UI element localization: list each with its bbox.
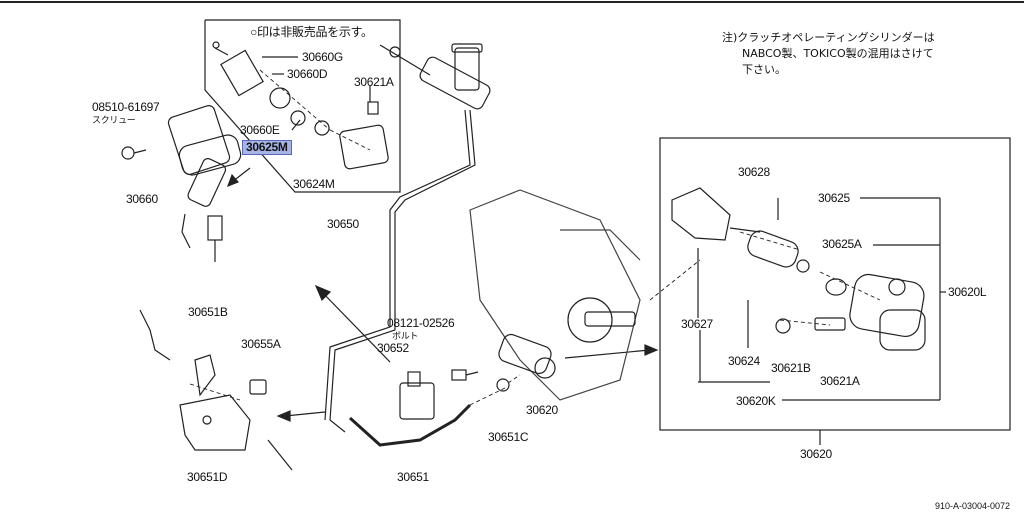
non-sale-note: ○印は非販売品を示す。: [250, 25, 373, 39]
remark-line-2: NABCO製、TOKICO製の混用はさけて: [742, 47, 934, 60]
remark-line-1: 注)クラッチオペレーティングシリンダーは: [722, 31, 935, 44]
part-label-30651c[interactable]: 30651C: [488, 430, 529, 444]
part-label-30655a[interactable]: 30655A: [241, 337, 281, 351]
part-label-30651b[interactable]: 30651B: [188, 305, 228, 319]
part-label-30651[interactable]: 30651: [397, 470, 429, 484]
part-label-30621a[interactable]: 30621A: [820, 374, 860, 388]
part-label-30625[interactable]: 30625: [818, 191, 850, 205]
part-label-30620l[interactable]: 30620L: [948, 285, 987, 299]
part-label-30660e[interactable]: 30660E: [240, 123, 280, 137]
supplier-remark: 注)クラッチオペレーティングシリンダーは NABCO製、TOKICO製の混用はさ…: [722, 30, 1012, 78]
part-label-30625a[interactable]: 30625A: [822, 237, 862, 251]
part-label-30650[interactable]: 30650: [327, 217, 359, 231]
detail-box: [659, 137, 1011, 431]
part-label-30624[interactable]: 30624: [728, 354, 760, 368]
screw-caption: スクリュー: [92, 115, 136, 125]
part-label-30660d[interactable]: 30660D: [287, 67, 328, 81]
highlighted-part-label[interactable]: 30625M: [242, 140, 292, 155]
figure-code: 910-A-03004-0072: [934, 501, 1010, 511]
bolt-caption: ボルト: [392, 331, 419, 341]
part-label-30651d[interactable]: 30651D: [187, 470, 228, 484]
part-label-30628[interactable]: 30628: [738, 165, 770, 179]
inset-box: [204, 19, 401, 193]
part-label-30624m[interactable]: 30624M: [293, 177, 335, 191]
remark-line-3: 下さい。: [742, 63, 786, 76]
part-label-30620-bottom[interactable]: 30620: [800, 447, 832, 461]
part-label-30660g[interactable]: 30660G: [302, 50, 343, 64]
part-label-30621b[interactable]: 30621B: [771, 361, 811, 375]
part-label-30627[interactable]: 30627: [681, 317, 713, 331]
part-label-30652[interactable]: 30652: [377, 341, 409, 355]
part-label-30620-middle[interactable]: 30620: [526, 403, 558, 417]
part-label-30660[interactable]: 30660: [126, 192, 158, 206]
part-label-30621a-upper[interactable]: 30621A: [354, 75, 394, 89]
part-label-08510[interactable]: 08510-61697: [92, 100, 160, 114]
part-label-08121[interactable]: 08121-02526: [387, 316, 455, 330]
part-label-30620k[interactable]: 30620K: [736, 394, 776, 408]
